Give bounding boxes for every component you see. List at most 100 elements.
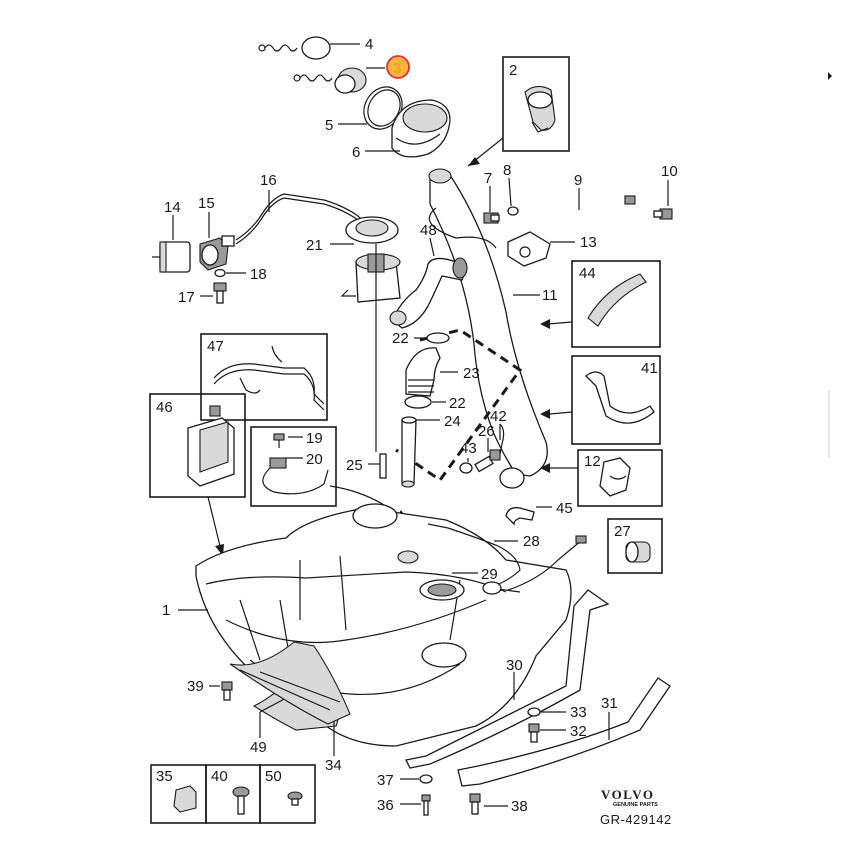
label-19[interactable]: 19 — [306, 430, 323, 447]
pointer-46 — [207, 496, 221, 547]
fuel-filter-14 — [152, 215, 191, 273]
hose-clamp-22-lower — [404, 395, 446, 409]
label-44[interactable]: 44 — [579, 265, 596, 282]
label-21[interactable]: 21 — [306, 237, 323, 254]
label-27[interactable]: 27 — [614, 523, 631, 540]
label-17[interactable]: 17 — [178, 289, 195, 306]
washer-33 — [527, 707, 566, 717]
bolt-17 — [200, 282, 227, 304]
screw-part-50 — [287, 791, 303, 806]
label-18[interactable]: 18 — [250, 266, 267, 283]
hose-23 — [405, 347, 458, 397]
callout-box-50 — [259, 764, 316, 824]
bushing-part-27 — [625, 541, 651, 563]
label-22-lower[interactable]: 22 — [449, 395, 466, 412]
sending-unit-29 — [419, 572, 478, 601]
label-16[interactable]: 16 — [260, 172, 277, 189]
bolt-32 — [528, 723, 566, 743]
label-48[interactable]: 48 — [420, 222, 437, 239]
label-5[interactable]: 5 — [325, 117, 333, 134]
label-32[interactable]: 32 — [570, 723, 587, 740]
label-39[interactable]: 39 — [187, 678, 204, 695]
label-28[interactable]: 28 — [523, 533, 540, 550]
label-12[interactable]: 12 — [584, 453, 601, 470]
tube-24 — [401, 416, 440, 488]
control-module-46 — [187, 405, 235, 487]
label-47[interactable]: 47 — [207, 338, 224, 355]
filler-housing-6 — [365, 99, 451, 158]
label-3[interactable]: 3 — [393, 60, 401, 77]
elbow-hose-45 — [505, 506, 552, 526]
label-10[interactable]: 10 — [661, 163, 678, 180]
label-7[interactable]: 7 — [484, 170, 492, 187]
heat-shield-34 — [229, 641, 351, 756]
hose-clamp-22-upper — [414, 332, 450, 344]
screw-part-40 — [232, 786, 250, 815]
label-49[interactable]: 49 — [250, 739, 267, 756]
dashed-group-outline — [395, 328, 523, 483]
arrow-head-41 — [540, 409, 550, 419]
label-25[interactable]: 25 — [346, 457, 363, 474]
screw-19 — [273, 433, 303, 448]
label-30[interactable]: 30 — [506, 657, 523, 674]
highlight-marker-3[interactable] — [386, 55, 410, 79]
label-37[interactable]: 37 — [377, 772, 394, 789]
label-24[interactable]: 24 — [444, 413, 461, 430]
filter-bracket-15 — [199, 212, 235, 271]
label-11[interactable]: 11 — [542, 287, 558, 304]
bolt-7 — [483, 186, 500, 224]
label-35[interactable]: 35 — [156, 768, 173, 785]
label-13[interactable]: 13 — [580, 234, 597, 251]
label-34[interactable]: 34 — [325, 757, 342, 774]
pointer-41 — [549, 411, 573, 415]
callout-box-44 — [571, 260, 661, 348]
label-6[interactable]: 6 — [352, 144, 360, 161]
label-14[interactable]: 14 — [164, 199, 181, 216]
label-9[interactable]: 9 — [574, 172, 582, 189]
bolt-36 — [400, 794, 431, 816]
bolt-38 — [469, 793, 508, 815]
bracket-13 — [507, 231, 575, 267]
label-8[interactable]: 8 — [503, 162, 511, 179]
label-22-upper[interactable]: 22 — [392, 330, 409, 347]
pointer-44 — [547, 321, 573, 325]
washer-18 — [214, 268, 246, 278]
label-23[interactable]: 23 — [463, 365, 480, 382]
label-33[interactable]: 33 — [570, 704, 587, 721]
harness-part-47 — [213, 345, 325, 411]
label-38[interactable]: 38 — [511, 798, 528, 815]
label-46[interactable]: 46 — [156, 399, 173, 416]
clip-part-2 — [524, 85, 556, 133]
hose-48 — [389, 237, 468, 329]
bolt-39 — [209, 681, 233, 701]
callout-box-46 — [149, 393, 246, 498]
label-45[interactable]: 45 — [556, 500, 573, 517]
strap-part-41 — [585, 371, 655, 424]
label-29[interactable]: 29 — [481, 566, 498, 583]
label-43[interactable]: 43 — [460, 440, 477, 457]
clip-part-35 — [173, 785, 197, 813]
filler-cap-3 — [293, 67, 385, 94]
label-36[interactable]: 36 — [377, 797, 394, 814]
label-2[interactable]: 2 — [509, 62, 517, 79]
label-42[interactable]: 42 — [490, 408, 507, 425]
pipe-42 — [499, 423, 505, 455]
label-41[interactable]: 41 — [641, 360, 658, 377]
label-4[interactable]: 4 — [365, 36, 373, 53]
label-15[interactable]: 15 — [198, 195, 215, 212]
strap-31 — [457, 677, 671, 787]
pad-part-44 — [587, 273, 647, 327]
logo-subtitle: GENUINE PARTS — [613, 802, 658, 808]
strip-25 — [368, 453, 387, 479]
clip-part-12 — [599, 457, 631, 497]
label-1[interactable]: 1 — [162, 602, 170, 619]
line-28 — [427, 523, 587, 595]
label-26[interactable]: 26 — [478, 423, 495, 440]
label-31[interactable]: 31 — [601, 695, 618, 712]
label-20[interactable]: 20 — [306, 451, 323, 468]
callout-box-47 — [200, 333, 328, 421]
bolt-26 — [474, 438, 501, 473]
label-40[interactable]: 40 — [211, 768, 228, 785]
label-50[interactable]: 50 — [265, 768, 282, 785]
